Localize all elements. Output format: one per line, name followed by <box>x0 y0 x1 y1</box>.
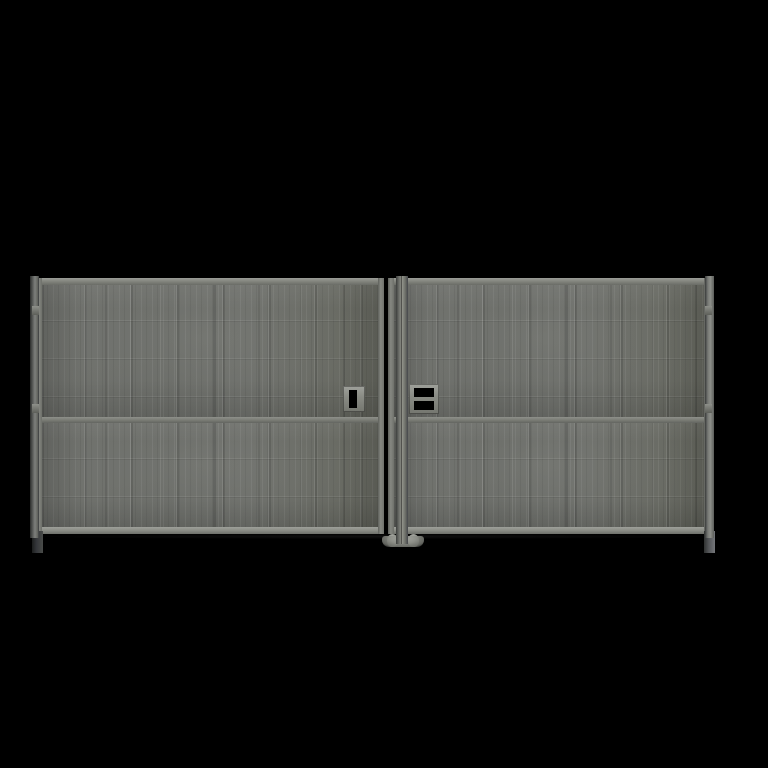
panel-weather-streaks <box>394 423 704 527</box>
panel-slat-texture <box>394 423 704 527</box>
panel-base-fill <box>394 285 704 417</box>
latch-plate-right[interactable] <box>409 384 439 414</box>
gate-assembly[interactable] <box>30 276 715 553</box>
ground-shadow <box>38 534 706 539</box>
latch-cutout-lower <box>414 401 434 410</box>
panel-shading <box>42 285 378 417</box>
left-foot <box>32 531 43 553</box>
latch-cutout-upper <box>414 388 434 397</box>
hinge-upper-left <box>32 306 39 315</box>
panel-shading <box>394 423 704 527</box>
panel-weather-streaks <box>42 423 378 527</box>
panel-weather-streaks <box>42 285 378 417</box>
panel-course-lines <box>42 285 378 417</box>
hinge-lower-left <box>32 404 39 413</box>
panel-weather-streaks <box>394 285 704 417</box>
panel-band-texture <box>42 423 378 527</box>
panel-shading <box>42 423 378 527</box>
rail-bottom-right <box>388 527 710 534</box>
scene-title: Double-leaf metal gate <box>0 0 1 1</box>
panel-course-lines <box>42 423 378 527</box>
panel-right-lower <box>394 423 704 527</box>
rail-top-left <box>36 278 384 285</box>
panel-slat-texture <box>42 285 378 417</box>
rail-bottom-left <box>36 527 384 534</box>
panel-left-lower <box>42 423 378 527</box>
hinge-lower-right <box>705 404 712 413</box>
panel-band-texture <box>42 285 378 417</box>
rail-mid-right <box>388 417 710 423</box>
latch-cutout <box>349 390 357 408</box>
panel-shading <box>394 285 704 417</box>
panel-base-fill <box>42 423 378 527</box>
hinge-upper-right <box>705 306 712 315</box>
panel-course-lines <box>394 285 704 417</box>
panel-band-texture <box>394 285 704 417</box>
gate-leaf-left[interactable] <box>36 278 384 534</box>
panel-right-upper <box>394 285 704 417</box>
rail-top-right <box>388 278 710 285</box>
rail-mid-left <box>36 417 384 423</box>
panel-base-fill <box>42 285 378 417</box>
panel-left-upper <box>42 285 378 417</box>
panel-slat-texture <box>42 423 378 527</box>
panel-band-texture <box>394 423 704 527</box>
stile-outer-left <box>36 278 42 534</box>
right-foot <box>704 531 715 553</box>
panel-base-fill <box>394 423 704 527</box>
latch-plate-left[interactable] <box>343 386 365 412</box>
stile-inner-left <box>378 278 384 534</box>
center-post <box>396 276 408 544</box>
stile-inner-right <box>388 278 394 534</box>
panel-slat-texture <box>394 285 704 417</box>
gate-leaf-right[interactable] <box>388 278 710 534</box>
panel-course-lines <box>394 423 704 527</box>
center-post-seam <box>401 276 402 544</box>
